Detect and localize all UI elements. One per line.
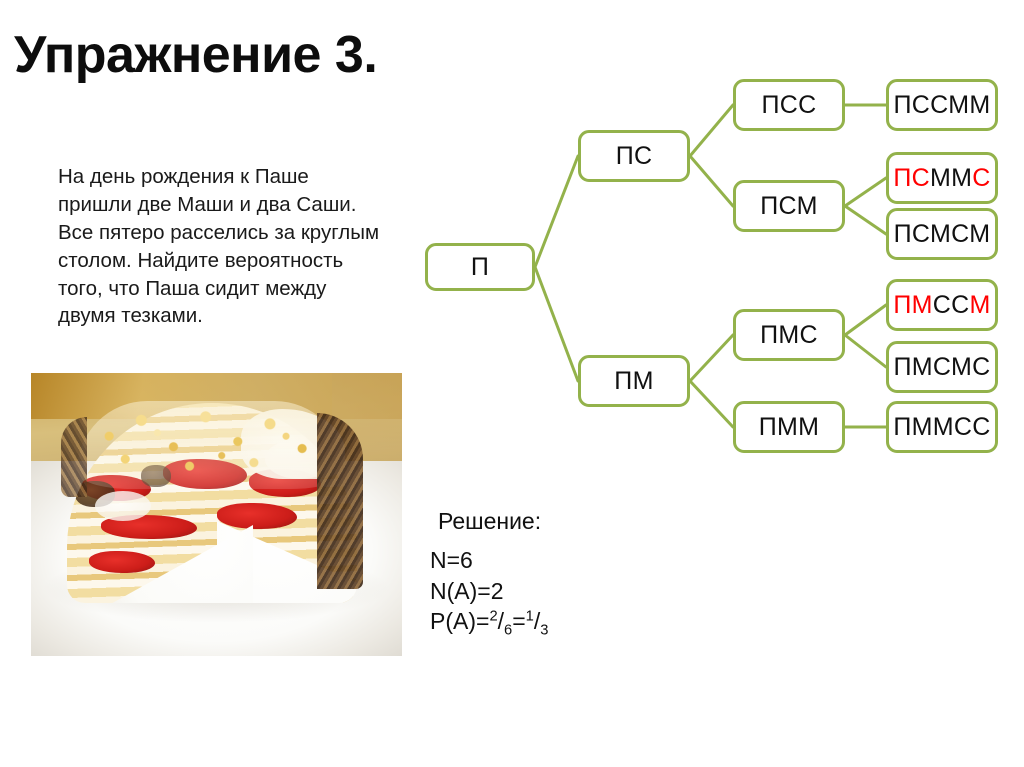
tree-node-ps[interactable]: ПС bbox=[578, 130, 690, 182]
leaf-text-highlight: М bbox=[969, 290, 991, 319]
leaf-text-plain: ПММСС bbox=[893, 412, 991, 441]
leaf-text-plain: СС bbox=[932, 290, 970, 319]
tree-leaf-pmmss[interactable]: ПММСС bbox=[886, 401, 998, 453]
solution-line-n: N=6 bbox=[430, 547, 473, 573]
tree-leaf-psmsm[interactable]: ПСМСМ bbox=[886, 208, 998, 260]
problem-statement: На день рождения к Паше пришли две Маши … bbox=[58, 165, 380, 328]
cake-photo bbox=[31, 373, 402, 656]
solution-frac2-denominator: 3 bbox=[540, 622, 549, 639]
leaf-text-highlight: С bbox=[972, 163, 991, 192]
tree-node-pss[interactable]: ПСС bbox=[733, 79, 845, 131]
leaf-text-highlight: ПС bbox=[893, 163, 930, 192]
tree-node-pm[interactable]: ПМ bbox=[578, 355, 690, 407]
tree-node-root[interactable]: П bbox=[425, 243, 535, 291]
solution-heading: Решение: bbox=[438, 508, 542, 534]
photo-cream-blob bbox=[95, 491, 151, 521]
leaf-text-plain: ММ bbox=[930, 163, 973, 192]
page-title: Упражнение 3. bbox=[14, 26, 378, 84]
tree-node-pmm[interactable]: ПММ bbox=[733, 401, 845, 453]
solution-block: Решение: N=6 N(A)=2 P(A)=2/6=1/3 bbox=[430, 508, 548, 641]
solution-line-pa: P(A)=2/6=1/3 bbox=[430, 608, 549, 639]
leaf-text-plain: ПССММ bbox=[893, 90, 991, 119]
solution-frac1-numerator: 2 bbox=[489, 608, 498, 625]
tree-node-pms[interactable]: ПМС bbox=[733, 309, 845, 361]
photo-cake-crumb-topping bbox=[77, 401, 345, 489]
tree-leaf-pssmm[interactable]: ПССММ bbox=[886, 79, 998, 131]
leaf-text-plain: ПМСМС bbox=[893, 352, 991, 381]
solution-equals: = bbox=[512, 608, 526, 635]
solution-pa-prefix: P(A)= bbox=[430, 608, 490, 635]
photo-jam-blob bbox=[217, 503, 297, 529]
leaf-text-plain: ПСМСМ bbox=[893, 219, 991, 248]
solution-line-na: N(A)=2 bbox=[430, 577, 504, 604]
photo-cake-edge-left bbox=[61, 417, 87, 497]
solution-frac2-numerator: 1 bbox=[525, 608, 534, 625]
leaf-text-highlight: ПМ bbox=[893, 290, 933, 319]
tree-leaf-pmsms[interactable]: ПМСМС bbox=[886, 341, 998, 393]
photo-jam-blob bbox=[89, 551, 155, 573]
solution-frac1-denominator: 6 bbox=[504, 622, 513, 639]
photo-cake-edge-right bbox=[317, 413, 363, 589]
tree-node-psm[interactable]: ПСМ bbox=[733, 180, 845, 232]
